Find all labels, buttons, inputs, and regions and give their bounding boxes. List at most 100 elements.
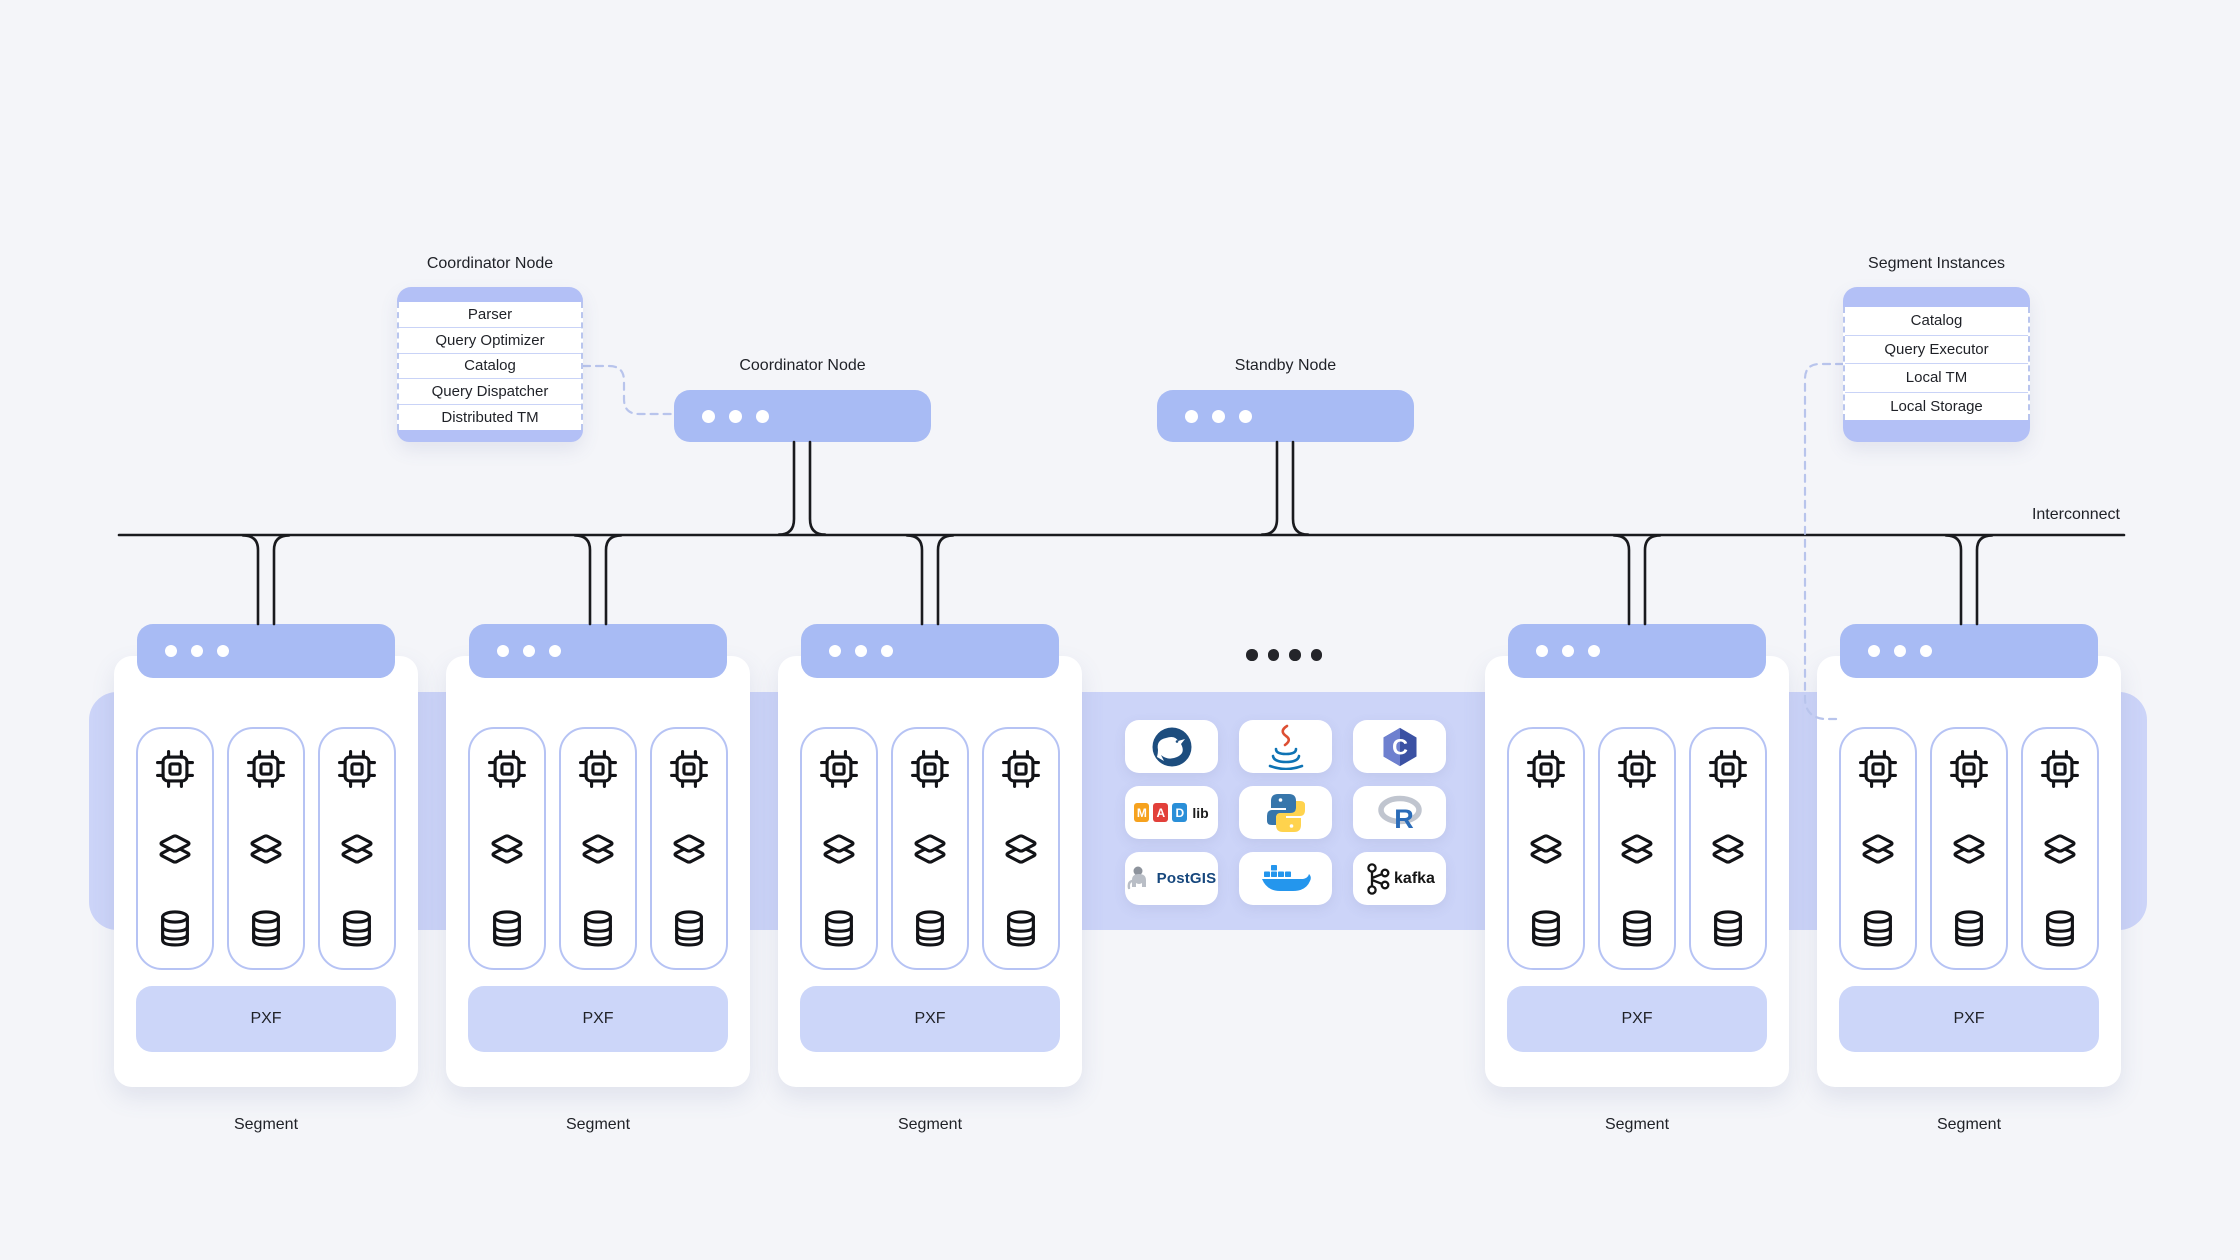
layers-icon	[999, 827, 1043, 871]
box-row: Query Dispatcher	[399, 379, 581, 406]
pill-dot	[1185, 409, 1198, 423]
logo-card: kafka	[1353, 852, 1446, 905]
interconnect-label: Interconnect	[2031, 506, 2120, 523]
pill-dot	[1894, 645, 1906, 657]
pill-dot	[855, 645, 867, 657]
layers-icon	[1947, 827, 1991, 871]
pill-dot	[1239, 409, 1252, 423]
box-row: Query Optimizer	[399, 327, 581, 354]
more-segments-dots	[1246, 649, 1322, 661]
kafka-logo-icon	[1367, 862, 1390, 895]
segment-card: PXF	[114, 656, 418, 1087]
cpu-icon	[1615, 747, 1659, 791]
cpu-icon	[153, 747, 197, 791]
segment-instance	[1598, 727, 1676, 970]
segment-card: PXF	[446, 656, 750, 1087]
pill-dot	[729, 409, 742, 423]
database-icon	[335, 906, 379, 950]
cpu-icon	[1706, 747, 1750, 791]
segment-instance	[1689, 727, 1767, 970]
pill-dot	[702, 409, 715, 423]
java-logo-icon	[1268, 724, 1303, 770]
madlib-lib-text: lib	[1192, 804, 1209, 821]
cpu-icon	[1856, 747, 1900, 791]
layers-icon	[244, 827, 288, 871]
standby-node-pill	[1157, 390, 1414, 442]
ellipsis-dot	[1267, 649, 1279, 661]
cpu-icon	[908, 747, 952, 791]
database-icon	[1524, 906, 1568, 950]
segment-instance	[891, 727, 969, 970]
pill-dot	[1536, 645, 1548, 657]
logo-card	[1125, 720, 1218, 773]
segment-instance	[982, 727, 1060, 970]
database-icon	[1856, 906, 1900, 950]
layers-icon	[1706, 827, 1750, 871]
database-icon	[908, 906, 952, 950]
database-icon	[1706, 906, 1750, 950]
logo-card	[1239, 852, 1332, 905]
madlib-a-tile: A	[1153, 803, 1169, 822]
standby-node-title: Standby Node	[1234, 357, 1337, 374]
logo-card: M A D lib	[1125, 786, 1218, 839]
segment-label: Segment	[233, 1116, 299, 1133]
madlib-d-tile: D	[1172, 803, 1188, 822]
madlib-m-tile: M	[1134, 803, 1150, 822]
segment-label: Segment	[1936, 1116, 2002, 1133]
cpu-icon	[1524, 747, 1568, 791]
pill-dot	[165, 645, 177, 657]
layers-icon	[153, 827, 197, 871]
layers-icon	[576, 827, 620, 871]
coordinator-node-box: Parser Query Optimizer Catalog Query Dis…	[397, 287, 583, 442]
logo-card: PostGIS	[1125, 852, 1218, 905]
box-row: Local Storage	[1845, 392, 2028, 420]
database-icon	[485, 906, 529, 950]
layers-icon	[1856, 827, 1900, 871]
pill-dot	[523, 645, 535, 657]
layers-icon	[667, 827, 711, 871]
integration-band	[89, 692, 2147, 930]
layers-icon	[485, 827, 529, 871]
segment-group: PXF Segment	[1817, 0, 2121, 1260]
cpu-icon	[2038, 747, 2082, 791]
c-letter: C	[1392, 734, 1408, 759]
segment-card: PXF	[1817, 656, 2121, 1087]
docker-logo-icon	[1261, 864, 1311, 891]
box-row: Catalog	[399, 353, 581, 380]
segment-instance	[559, 727, 637, 970]
segment-instance	[1930, 727, 2008, 970]
segment-instances-box-title: Segment Instances	[1868, 255, 2005, 272]
box-row: Catalog	[1845, 307, 2028, 336]
layers-icon	[2038, 827, 2082, 871]
box-row: Query Executor	[1845, 335, 2028, 364]
logo-card: R	[1353, 786, 1446, 839]
pill-dot	[1562, 645, 1574, 657]
layers-icon	[335, 827, 379, 871]
segment-node-pill	[801, 624, 1059, 678]
pill-dot	[1868, 645, 1880, 657]
logo-card	[1239, 786, 1332, 839]
pill-dot	[191, 645, 203, 657]
coordinator-node-title: Coordinator Node	[739, 357, 866, 374]
segment-node-pill	[1508, 624, 1766, 678]
coordinator-box-title: Coordinator Node	[426, 255, 554, 272]
coordinator-box-rows: Parser Query Optimizer Catalog Query Dis…	[397, 302, 583, 430]
layers-icon	[1615, 827, 1659, 871]
ellipsis-dot	[1289, 649, 1301, 661]
coordinator-node-pill	[674, 390, 931, 442]
pxf-bar: PXF	[1839, 986, 2099, 1052]
segment-instances-box: Catalog Query Executor Local TM Local St…	[1843, 287, 2030, 442]
segment-label: Segment	[565, 1116, 631, 1133]
r-letter: R	[1394, 804, 1414, 832]
pill-dot	[829, 645, 841, 657]
cpu-icon	[335, 747, 379, 791]
r-language-logo-icon: R	[1377, 795, 1422, 832]
kafka-label: kafka	[1394, 869, 1435, 887]
segment-instance	[1507, 727, 1585, 970]
database-icon	[817, 906, 861, 950]
segment-instance	[1839, 727, 1917, 970]
segment-instance	[2021, 727, 2099, 970]
layers-icon	[1524, 827, 1568, 871]
box-row: Local TM	[1845, 364, 2028, 393]
layers-icon	[908, 827, 952, 871]
